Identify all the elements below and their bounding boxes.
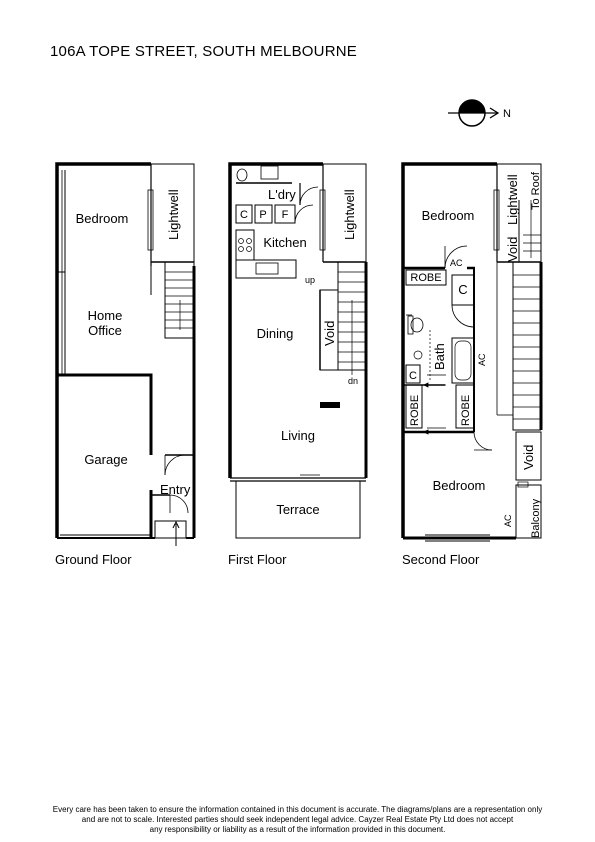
second-stair-treads bbox=[427, 274, 541, 429]
second-void-right-label: Void bbox=[521, 445, 536, 470]
laundry-label: L'dry bbox=[268, 187, 296, 202]
garage-label: Garage bbox=[84, 452, 127, 467]
living-label: Living bbox=[281, 428, 315, 443]
second-bedroom-top-label: Bedroom bbox=[422, 208, 475, 223]
dining-label: Dining bbox=[257, 326, 294, 341]
to-roof-label: To Roof bbox=[530, 171, 542, 210]
robe-left-label: ROBE bbox=[409, 395, 421, 426]
terrace-label: Terrace bbox=[276, 502, 319, 517]
home-office-label-line2: Office bbox=[88, 323, 122, 338]
ac-bottom-label: AC bbox=[503, 514, 513, 527]
robe-top-label: ROBE bbox=[410, 272, 441, 284]
disclaimer-line-2: and are not to scale. Interested parties… bbox=[81, 815, 514, 824]
pantry-p-label: P bbox=[259, 209, 266, 221]
entry-label: Entry bbox=[160, 482, 191, 497]
north-compass-icon bbox=[448, 99, 500, 127]
second-bedroom-bottom-label: Bedroom bbox=[433, 478, 486, 493]
ac-mid-label: AC bbox=[477, 353, 487, 366]
cupboard-c-label: C bbox=[240, 209, 248, 221]
ground-bedroom-label: Bedroom bbox=[76, 211, 129, 226]
balcony-label: Balcony bbox=[530, 498, 542, 538]
ac-top-label: AC bbox=[450, 258, 463, 268]
disclaimer: Every care has been taken to ensure the … bbox=[0, 805, 595, 835]
ground-floor-title: Ground Floor bbox=[55, 552, 132, 567]
ground-floor-plan bbox=[55, 162, 196, 546]
cupboard-c-top-label: C bbox=[458, 282, 467, 297]
ground-stair-treads bbox=[165, 271, 194, 330]
stair-down-label: dn bbox=[348, 376, 358, 386]
bath-label: Bath bbox=[432, 343, 447, 370]
second-floor-arrows bbox=[406, 314, 446, 435]
second-lightwell-label: Lightwell bbox=[505, 174, 520, 225]
home-office-label-line1: Home bbox=[88, 308, 123, 323]
cupboard-c-left-label: C bbox=[409, 370, 417, 382]
second-floor-plan bbox=[401, 162, 543, 542]
robe-mid-label: ROBE bbox=[460, 395, 472, 426]
second-floor-title: Second Floor bbox=[402, 552, 480, 567]
ground-lightwell-label: Lightwell bbox=[166, 189, 181, 240]
disclaimer-line-3: any responsibility or liability as a res… bbox=[149, 825, 446, 834]
first-floor-title: First Floor bbox=[228, 552, 287, 567]
first-floor-plan bbox=[228, 162, 368, 539]
disclaimer-line-1: Every care has been taken to ensure the … bbox=[52, 805, 543, 814]
first-stair-treads bbox=[338, 271, 366, 375]
first-void-label: Void bbox=[322, 321, 337, 346]
stair-up-label: up bbox=[305, 275, 315, 285]
property-address: 106A TOPE STREET, SOUTH MELBOURNE bbox=[50, 43, 357, 60]
compass-north-label: N bbox=[503, 108, 511, 120]
second-void-top-label: Void bbox=[505, 237, 520, 262]
fridge-f-label: F bbox=[282, 209, 289, 221]
kitchen-label: Kitchen bbox=[263, 235, 306, 250]
first-lightwell-label: Lightwell bbox=[342, 189, 357, 240]
